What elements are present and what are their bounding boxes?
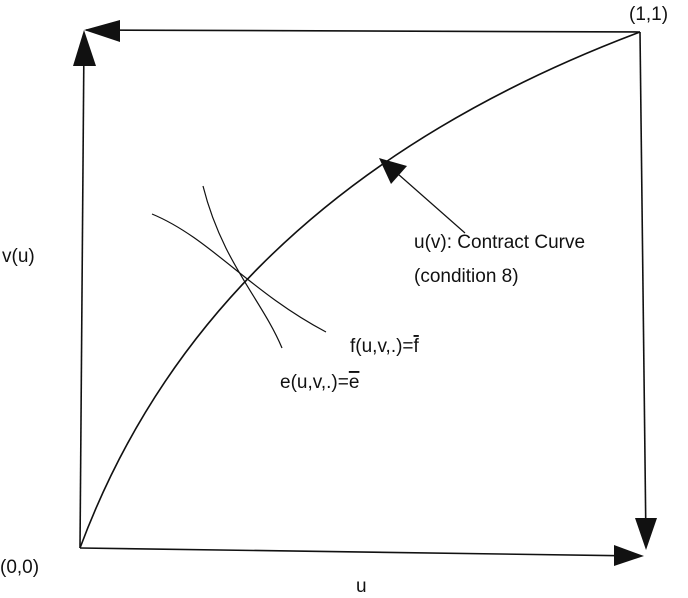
top-arrowhead <box>84 20 120 42</box>
top-right-label: (1,1) <box>629 4 668 25</box>
top-axis <box>85 29 641 33</box>
contract-curve-label: u(v): Contract Curve <box>414 232 585 253</box>
box-frame <box>73 20 657 566</box>
left-arrowhead <box>73 30 96 66</box>
y-axis-label: v(u) <box>2 246 35 267</box>
f-level-text: f(u,v,.)= <box>350 336 414 357</box>
contract-curve <box>79 31 641 549</box>
contract-curve-condition: (condition 8) <box>414 266 519 287</box>
x-axis-label: u <box>356 576 367 597</box>
e-level-label: e(u,v,.)=e <box>280 372 359 393</box>
right-axis <box>639 31 647 546</box>
f-level-curve <box>151 213 327 333</box>
left-axis <box>79 37 85 549</box>
origin-label: (0,0) <box>0 557 39 578</box>
f-bar-symbol: f <box>414 336 420 357</box>
contract-curve-pointer <box>397 173 466 234</box>
f-level-label: f(u,v,.)=f <box>350 336 420 357</box>
contract-curve-pointer-head <box>379 158 407 184</box>
e-level-curve <box>202 185 283 349</box>
bottom-axis <box>79 547 641 557</box>
right-arrowhead <box>635 518 657 550</box>
e-bar-symbol: e <box>349 372 360 393</box>
e-level-text: e(u,v,.)= <box>280 372 349 393</box>
bottom-arrowhead <box>614 545 644 566</box>
